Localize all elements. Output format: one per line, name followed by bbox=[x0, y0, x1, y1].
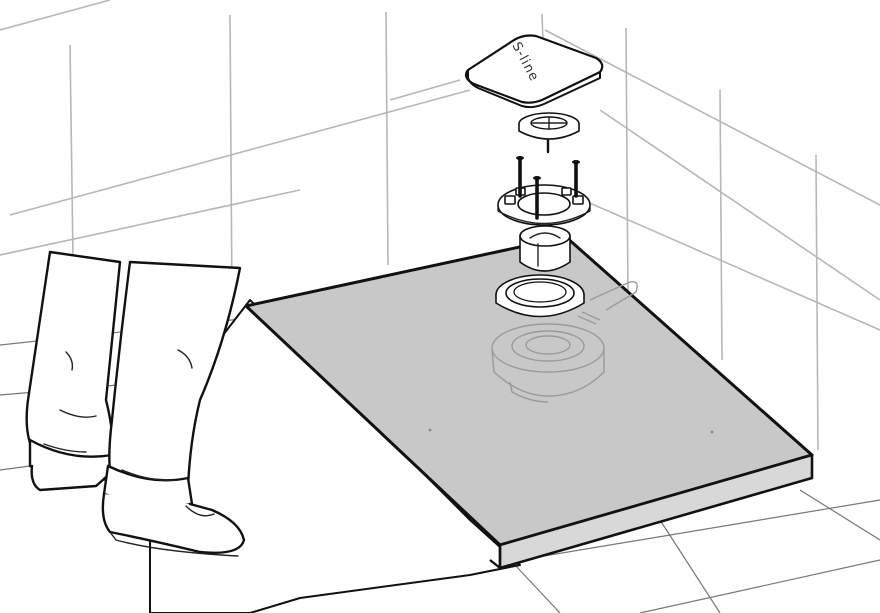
odor-trap-cup-icon bbox=[520, 226, 570, 271]
drain-seal-ring-icon bbox=[496, 275, 584, 317]
drain-cover-icon: S-line bbox=[466, 36, 602, 108]
grate-insert-icon bbox=[519, 113, 579, 139]
